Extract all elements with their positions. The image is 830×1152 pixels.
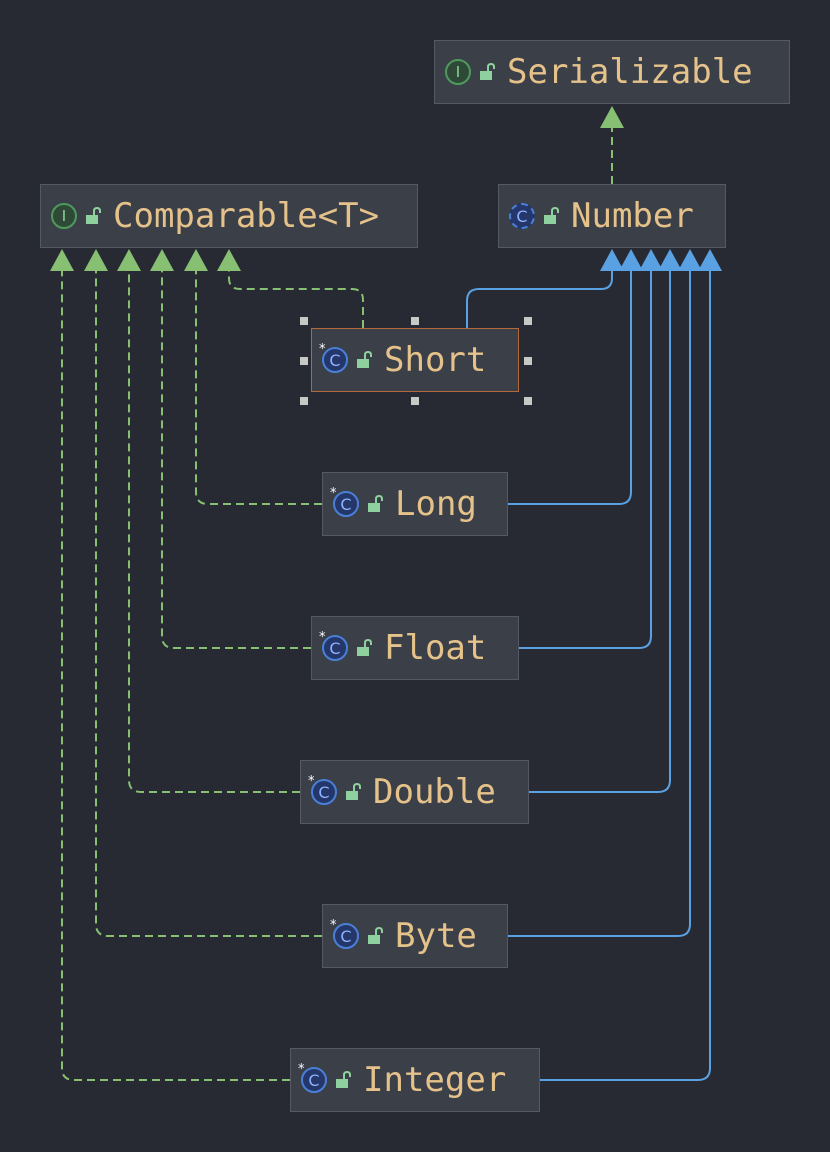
- arrowhead-number-2: [619, 249, 643, 271]
- node-label: Long: [395, 484, 477, 524]
- arrowhead-number-1: [600, 249, 624, 271]
- interface-icon-glyph: I: [61, 207, 67, 225]
- final-marker-icon: *: [319, 342, 326, 357]
- edge-double-extends-number[interactable]: [529, 270, 671, 793]
- class-icon-glyph: C: [308, 1070, 320, 1090]
- node-double[interactable]: * C Double: [300, 760, 529, 824]
- edge-float-implements-comparable[interactable]: [161, 270, 311, 649]
- node-serializable[interactable]: I Serializable: [434, 40, 790, 104]
- open-lock-icon: [368, 926, 383, 944]
- node-number[interactable]: C Number: [498, 184, 726, 248]
- arrowhead-serializable: [600, 106, 624, 128]
- class-icon: * C: [330, 486, 359, 517]
- resize-handle-bottom[interactable]: [411, 397, 419, 405]
- interface-icon-glyph: I: [455, 63, 461, 81]
- class-icon-glyph: C: [340, 494, 352, 514]
- node-float[interactable]: * C Float: [311, 616, 519, 680]
- node-byte[interactable]: * C Byte: [322, 904, 508, 968]
- final-marker-icon: *: [330, 918, 337, 933]
- node-short[interactable]: * C Short: [311, 328, 519, 392]
- final-marker-icon: *: [330, 486, 337, 501]
- class-icon-glyph: C: [318, 782, 330, 802]
- arrowhead-number-4: [658, 249, 682, 271]
- open-lock-icon: [480, 62, 495, 80]
- arrowhead-comparable-5: [184, 249, 208, 271]
- node-label: Comparable<T>: [113, 196, 380, 236]
- edge-short-extends-number[interactable]: [466, 270, 613, 328]
- node-label: Integer: [363, 1060, 507, 1100]
- class-icon-glyph: C: [340, 926, 352, 946]
- arrowhead-number-3: [639, 249, 663, 271]
- open-lock-icon: [368, 494, 383, 512]
- edge-integer-implements-comparable[interactable]: [61, 270, 290, 1081]
- final-marker-icon: *: [298, 1062, 305, 1077]
- interface-icon: I: [445, 59, 471, 85]
- edge-byte-implements-comparable[interactable]: [95, 270, 322, 937]
- final-marker-icon: *: [319, 630, 326, 645]
- arrowhead-number-6: [698, 249, 722, 271]
- edge-long-implements-comparable[interactable]: [195, 270, 322, 505]
- resize-handle-bottom-left[interactable]: [300, 397, 308, 405]
- edge-long-extends-number[interactable]: [508, 270, 632, 505]
- edge-float-extends-number[interactable]: [519, 270, 652, 649]
- open-lock-icon: [346, 782, 361, 800]
- class-icon: * C: [319, 342, 348, 373]
- node-label: Number: [571, 196, 694, 236]
- edge-double-implements-comparable[interactable]: [128, 270, 300, 793]
- arrowhead-comparable-6: [217, 249, 241, 271]
- node-label: Double: [373, 772, 496, 812]
- open-lock-icon: [336, 1070, 351, 1088]
- resize-handle-left[interactable]: [300, 357, 308, 365]
- node-label: Short: [384, 340, 487, 380]
- edge-short-implements-comparable[interactable]: [228, 270, 364, 328]
- node-long[interactable]: * C Long: [322, 472, 508, 536]
- arrowhead-comparable-2: [84, 249, 108, 271]
- resize-handle-right[interactable]: [524, 357, 532, 365]
- class-icon-glyph: C: [516, 206, 528, 226]
- resize-handle-bottom-right[interactable]: [524, 397, 532, 405]
- node-label: Float: [384, 628, 487, 668]
- arrowhead-comparable-4: [150, 249, 174, 271]
- class-icon: * C: [330, 918, 359, 949]
- arrowhead-comparable-1: [50, 249, 74, 271]
- edge-integer-extends-number[interactable]: [540, 270, 711, 1081]
- resize-handle-top-left[interactable]: [300, 317, 308, 325]
- node-comparable[interactable]: I Comparable<T>: [40, 184, 418, 248]
- node-label: Byte: [395, 916, 477, 956]
- class-icon: * C: [319, 630, 348, 661]
- class-icon: * C: [298, 1062, 327, 1093]
- node-label: Serializable: [507, 52, 753, 92]
- arrowhead-number-5: [678, 249, 702, 271]
- class-icon-glyph: C: [329, 350, 341, 370]
- interface-icon: I: [51, 203, 77, 229]
- arrowhead-comparable-3: [117, 249, 141, 271]
- open-lock-icon: [86, 206, 101, 224]
- open-lock-icon: [357, 638, 372, 656]
- edge-byte-extends-number[interactable]: [508, 270, 691, 937]
- open-lock-icon: [544, 206, 559, 224]
- class-icon: C: [509, 203, 535, 229]
- node-integer[interactable]: * C Integer: [290, 1048, 540, 1112]
- class-icon: * C: [308, 774, 337, 805]
- resize-handle-top[interactable]: [411, 317, 419, 325]
- open-lock-icon: [357, 350, 372, 368]
- final-marker-icon: *: [308, 774, 315, 789]
- class-icon-glyph: C: [329, 638, 341, 658]
- resize-handle-top-right[interactable]: [524, 317, 532, 325]
